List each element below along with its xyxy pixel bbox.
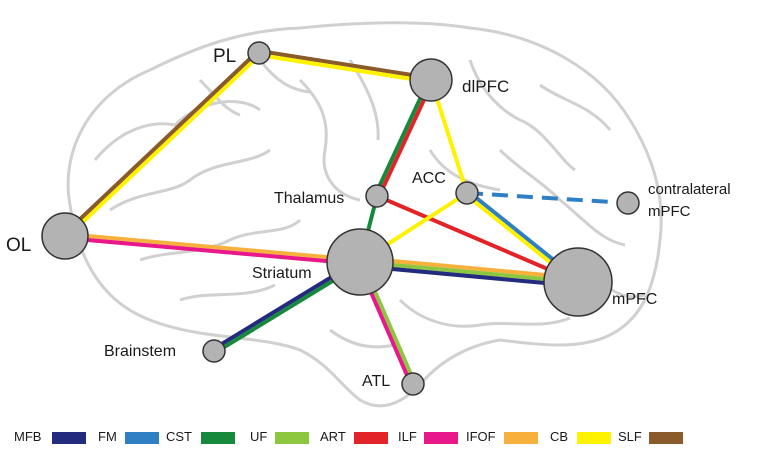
legend-label: CST	[166, 429, 192, 444]
tract-cb-pl-ol	[65, 52, 262, 239]
node-brainstem	[202, 339, 226, 363]
tract-uf-striatum-mpfc	[359, 260, 579, 284]
label-striatum: Striatum	[252, 265, 312, 282]
legend-label: CB	[550, 429, 569, 444]
tract-ifof-striatum-mpfc	[360, 256, 579, 281]
tract-connections	[62, 49, 629, 386]
brain-outline	[66, 21, 663, 408]
label-brainstem: Brainstem	[104, 343, 176, 360]
tract-slf-pl-dlpfc	[258, 49, 432, 80]
tract-slf-pl-ol	[62, 50, 259, 236]
label-pl: PL	[213, 46, 236, 67]
brain-regions	[41, 41, 640, 396]
node-ol	[41, 212, 89, 260]
tract-fm-acc-contralateral-mpfc	[466, 191, 629, 205]
node-contralateral-mpfc	[616, 191, 640, 215]
tract-legend: MFB FM CST UF ART ILF IFOF CB SLF	[0, 426, 765, 450]
label-ol: OL	[6, 235, 31, 256]
legend-swatch	[52, 432, 86, 444]
legend-swatch	[424, 432, 458, 444]
node-dlpfc	[409, 58, 453, 102]
label-contralateral: contralateral	[648, 181, 731, 198]
node-mpfc	[543, 247, 613, 317]
node-striatum	[326, 228, 394, 296]
node-pl	[247, 41, 271, 65]
legend-swatch	[354, 432, 388, 444]
label-dlpfc: dlPFC	[462, 77, 509, 96]
node-atl	[401, 372, 425, 396]
legend-label: ILF	[398, 429, 417, 444]
label-contralateral-mpfc: mPFC	[648, 203, 691, 220]
label-mpfc: mPFC	[612, 291, 657, 308]
legend-label: FM	[98, 429, 117, 444]
tract-art-thalamus-mpfc	[376, 194, 579, 284]
tract-ilf-ol-striatum	[64, 236, 360, 266]
legend-label: UF	[250, 429, 268, 444]
tract-cb-pl-dlpfc	[258, 52, 432, 84]
legend-label: SLF	[618, 429, 642, 444]
tract-mfb-striatum-mpfc	[359, 263, 578, 288]
node-acc	[455, 181, 479, 205]
legend-label: ART	[320, 429, 346, 444]
legend-swatch	[275, 432, 309, 444]
legend-label: MFB	[14, 429, 42, 444]
label-atl: ATL	[362, 373, 390, 390]
legend-swatch	[201, 432, 235, 444]
tract-ifof-ol-striatum	[64, 232, 361, 262]
legend-label: IFOF	[466, 429, 496, 444]
label-thalamus: Thalamus	[274, 190, 344, 207]
label-acc: ACC	[412, 170, 446, 187]
legend-swatch	[125, 432, 159, 444]
legend-swatch	[504, 432, 538, 444]
node-thalamus	[365, 184, 389, 208]
legend-swatch	[577, 432, 611, 444]
legend-swatch	[649, 432, 683, 444]
